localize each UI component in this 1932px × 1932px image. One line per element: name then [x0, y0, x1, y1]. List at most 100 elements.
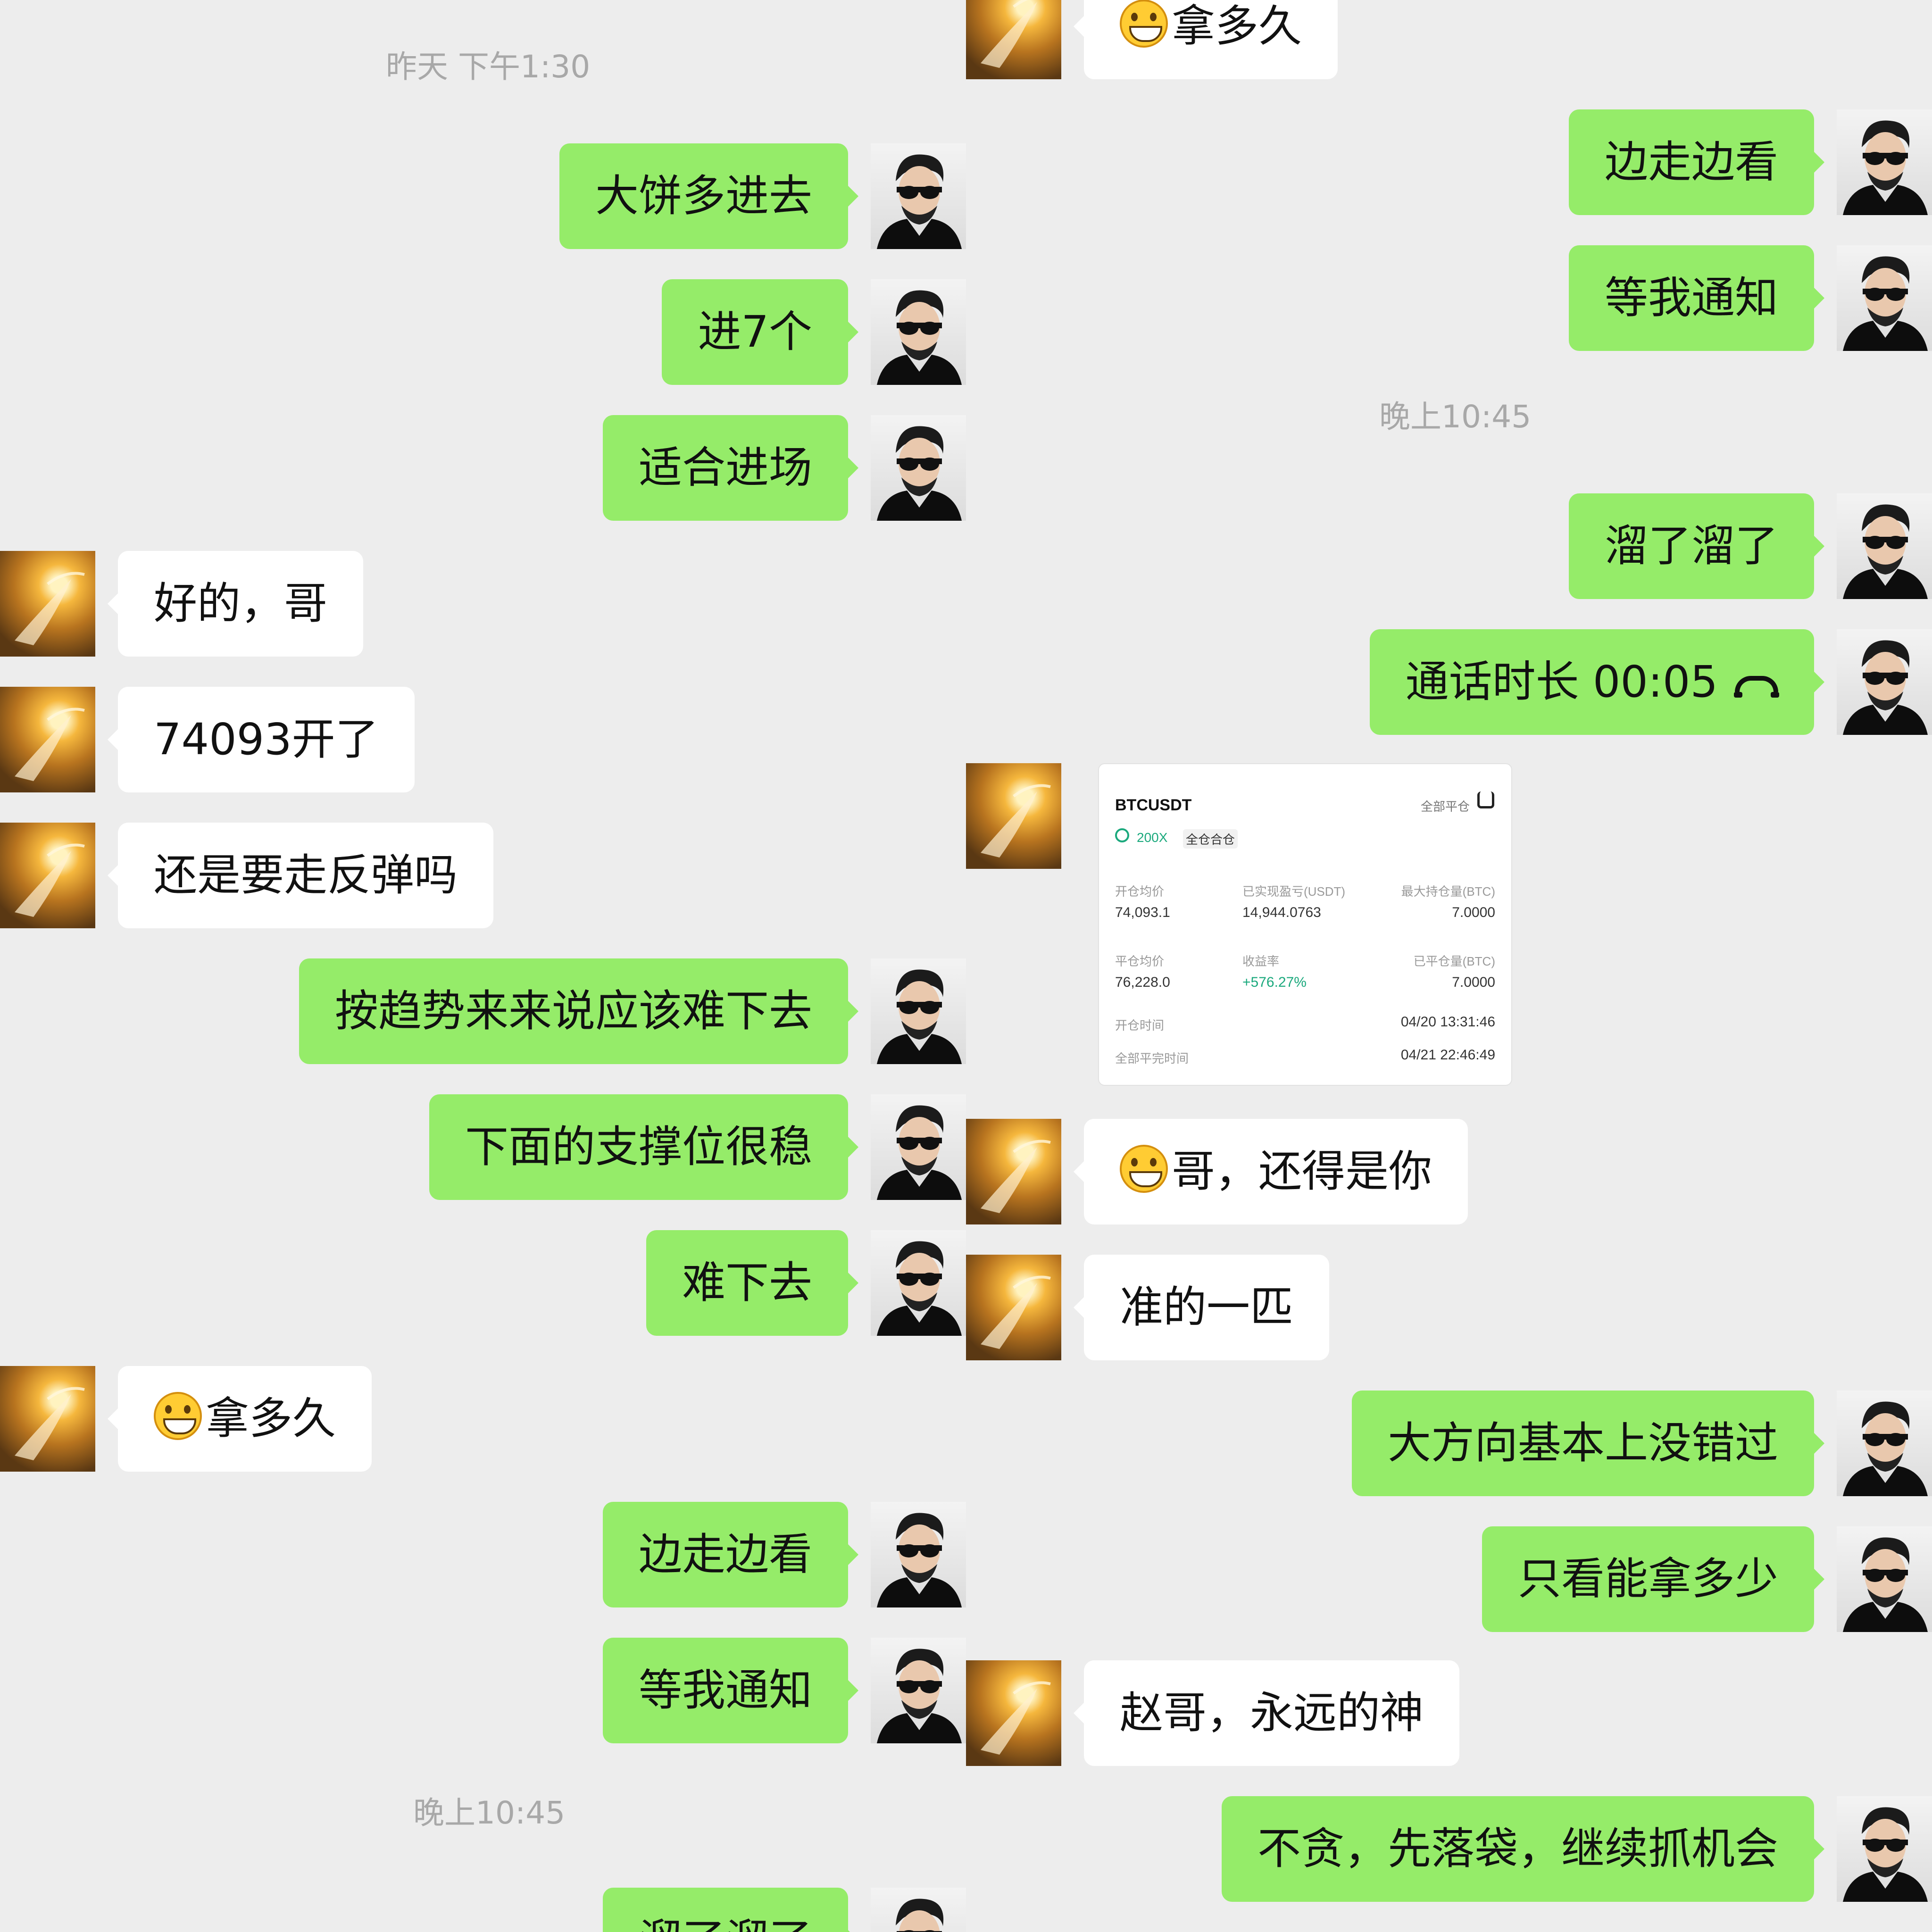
message-row: 边走边看	[966, 109, 1932, 215]
field-value: 74,093.1	[1115, 905, 1170, 920]
message-text: 按趋势来来说应该难下去	[334, 986, 812, 1036]
message-row: 下面的支撑位很稳	[0, 1094, 966, 1200]
field-value: 7.0000	[1452, 905, 1495, 920]
margin-mode-label: 全仓合仓	[1183, 829, 1238, 849]
message-bubble[interactable]: 还是要走反弹吗	[107, 823, 494, 928]
avatar[interactable]	[966, 763, 1061, 869]
avatar[interactable]	[0, 1366, 95, 1472]
timestamp: 晚上10:45	[413, 1795, 566, 1831]
field-label: 开仓时间	[1115, 1018, 1165, 1033]
message-row: 等我通知	[966, 245, 1932, 351]
message-bubble[interactable]: 下面的支撑位很稳	[429, 1094, 859, 1200]
message-row: 溜了溜了	[0, 1888, 966, 1932]
avatar[interactable]	[966, 1255, 1061, 1360]
message-text: 拿多久	[206, 1393, 336, 1444]
avatar[interactable]	[1837, 1391, 1932, 1496]
message-row	[966, 763, 1932, 869]
field-value: 7.0000	[1452, 974, 1495, 990]
field-value: 04/21 22:46:49	[1400, 1047, 1495, 1063]
field-label: 收益率	[1242, 954, 1280, 968]
avatar[interactable]	[871, 415, 966, 521]
message-row: 大饼多进去	[0, 143, 966, 249]
avatar[interactable]	[871, 958, 966, 1064]
message-row: 适合进场	[0, 415, 966, 521]
field-label: 平仓均价	[1115, 954, 1165, 968]
message-text: 边走边看	[638, 1529, 812, 1580]
close-all-label: 全部平仓	[1420, 799, 1470, 814]
message-row: 好的，哥	[0, 551, 966, 657]
message-row: 等我通知	[0, 1638, 966, 1743]
message-row: 拿多久	[966, 0, 1932, 79]
message-bubble[interactable]: 哥，还得是你	[1073, 1119, 1468, 1224]
avatar[interactable]	[966, 1660, 1061, 1766]
timestamp: 晚上10:45	[1379, 399, 1532, 435]
avatar[interactable]	[871, 1502, 966, 1607]
grinning-face-icon	[154, 1392, 202, 1440]
avatar[interactable]	[871, 1094, 966, 1200]
field-value: 04/20 13:31:46	[1400, 1014, 1495, 1030]
message-bubble[interactable]: 边走边看	[1568, 109, 1825, 215]
message-text: 哥，还得是你	[1172, 1146, 1432, 1197]
message-row: 拿多久	[0, 1366, 966, 1472]
avatar[interactable]	[1837, 629, 1932, 735]
message-bubble[interactable]: 适合进场	[602, 415, 859, 521]
avatar[interactable]	[871, 1888, 966, 1932]
message-bubble[interactable]: 74093开了	[108, 687, 415, 792]
message-row: 进7个	[0, 279, 966, 385]
message-bubble[interactable]: 等我通知	[1568, 245, 1825, 351]
message-bubble[interactable]: 不贪，先落袋，继续抓机会	[1221, 1796, 1825, 1902]
avatar[interactable]	[871, 279, 966, 385]
message-bubble[interactable]: 边走边看	[602, 1502, 859, 1607]
message-bubble[interactable]: 进7个	[662, 279, 858, 385]
message-bubble[interactable]: 溜了溜了	[1568, 493, 1825, 599]
field-label: 开仓均价	[1115, 884, 1165, 899]
message-text: 只看能拿多少	[1517, 1554, 1778, 1604]
message-text: 大饼多进去	[595, 171, 812, 221]
avatar[interactable]	[871, 1230, 966, 1336]
message-row: 74093开了	[0, 687, 966, 792]
avatar[interactable]	[871, 143, 966, 249]
message-bubble[interactable]: 等我通知	[602, 1638, 859, 1743]
message-bubble[interactable]: 难下去	[646, 1230, 859, 1336]
message-text: 准的一匹	[1120, 1282, 1294, 1332]
avatar[interactable]	[0, 823, 95, 928]
message-text: 不贪，先落袋，继续抓机会	[1257, 1824, 1778, 1874]
trade-symbol: BTCUSDT	[1115, 796, 1192, 814]
message-text: 下面的支撑位很稳	[465, 1122, 812, 1172]
message-row: 准的一匹	[966, 1255, 1932, 1360]
avatar[interactable]	[0, 551, 95, 657]
message-bubble[interactable]: 大方向基本上没错过	[1351, 1391, 1825, 1496]
avatar[interactable]	[871, 1638, 966, 1743]
message-text: 大方向基本上没错过	[1387, 1418, 1778, 1468]
message-bubble[interactable]: 好的，哥	[107, 551, 364, 657]
message-bubble[interactable]: 按趋势来来说应该难下去	[299, 958, 859, 1064]
message-row: 赵哥，永远的神	[966, 1660, 1932, 1766]
field-value: 14,944.0763	[1242, 905, 1321, 920]
avatar[interactable]	[1837, 1796, 1932, 1902]
trade-screenshot-card[interactable]: BTCUSDT 全部平仓 200X 全仓合仓 开仓均价 74,093.1 已实现…	[1098, 763, 1512, 1086]
avatar[interactable]	[1837, 1526, 1932, 1632]
avatar[interactable]	[966, 0, 1061, 79]
field-label: 最大持仓量(BTC)	[1401, 884, 1495, 899]
avatar[interactable]	[1837, 493, 1932, 599]
message-bubble[interactable]: 拿多久	[1073, 0, 1338, 79]
message-bubble[interactable]: 溜了溜了	[602, 1888, 859, 1932]
message-bubble[interactable]: 准的一匹	[1073, 1255, 1330, 1360]
message-bubble[interactable]: 只看能拿多少	[1482, 1526, 1825, 1632]
avatar[interactable]	[1837, 109, 1932, 215]
message-bubble[interactable]: 赵哥，永远的神	[1073, 1660, 1460, 1766]
message-text: 等我通知	[638, 1665, 812, 1715]
call-duration-bubble[interactable]: 通话时长 00:05	[1369, 629, 1825, 735]
message-text: 通话时长 00:05	[1405, 657, 1718, 707]
message-text: 好的，哥	[154, 578, 328, 629]
avatar[interactable]	[1837, 245, 1932, 351]
message-bubble[interactable]: 大饼多进去	[559, 143, 859, 249]
message-bubble[interactable]: 拿多久	[107, 1366, 372, 1472]
leverage-label: 200X	[1137, 830, 1168, 845]
message-row: 溜了溜了	[966, 493, 1932, 599]
avatar[interactable]	[0, 687, 95, 792]
chat-column-right: 拿多久 边走边看 等我通知 晚上10:45 溜了溜了 通话时长 00:05 BT…	[966, 0, 1932, 1932]
message-text: 溜了溜了	[639, 1915, 812, 1932]
field-label: 已平仓量(BTC)	[1413, 954, 1495, 968]
avatar[interactable]	[966, 1119, 1061, 1224]
